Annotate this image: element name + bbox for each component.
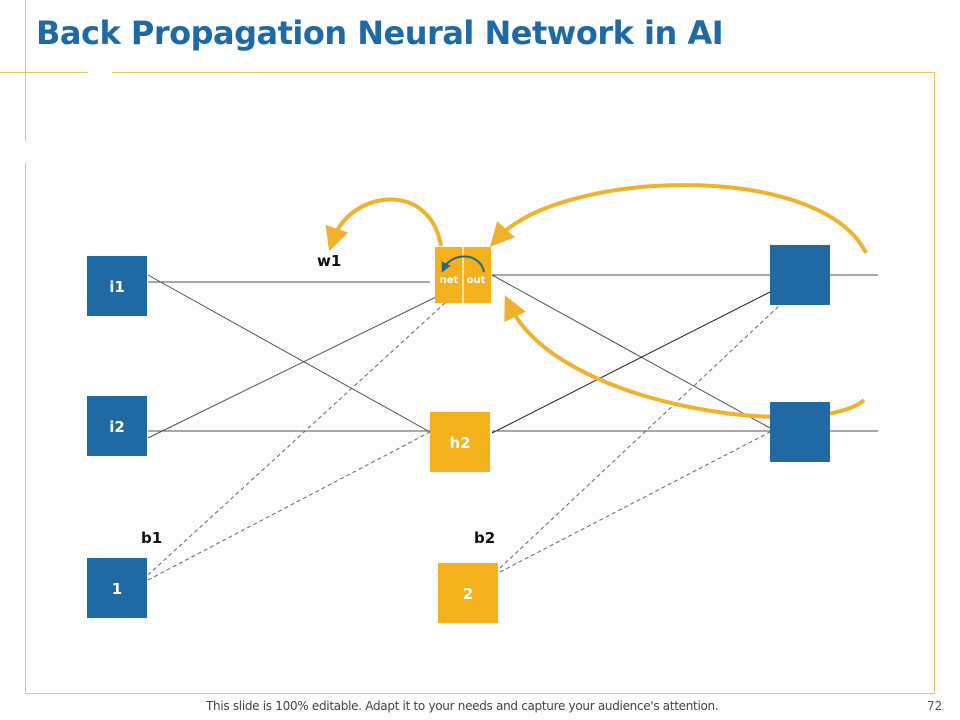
page-number: 72 bbox=[927, 699, 943, 713]
node-bias-2-label: 2 bbox=[463, 585, 473, 603]
connection-b2-o1 bbox=[499, 304, 781, 569]
backprop-arrow-bottom bbox=[504, 295, 866, 420]
backprop-arrow-top bbox=[489, 183, 868, 254]
connection-i2-h1 bbox=[147, 296, 437, 439]
node-bias-2: 2 bbox=[438, 563, 498, 623]
connection-b2-o2 bbox=[499, 431, 771, 573]
connection-b1-h1 bbox=[147, 301, 447, 576]
frame-bottom-line bbox=[25, 693, 935, 694]
node-h1: net out bbox=[435, 247, 491, 303]
label-b2: b2 bbox=[474, 529, 495, 547]
node-o2 bbox=[770, 402, 830, 462]
node-h1-out-label: out bbox=[467, 275, 486, 286]
node-i1: i1 bbox=[87, 256, 147, 316]
node-bias-1: 1 bbox=[87, 558, 147, 618]
connection-h2-o1 bbox=[491, 291, 771, 434]
frame-right-line bbox=[934, 72, 935, 694]
slide-title: Back Propagation Neural Network in AI bbox=[36, 14, 724, 52]
weight-update-arrow bbox=[325, 197, 443, 252]
connection-b1-h2 bbox=[147, 431, 431, 581]
connection-i1-h2 bbox=[147, 274, 431, 433]
node-bias-1-label: 1 bbox=[112, 580, 122, 598]
label-w1: w1 bbox=[317, 252, 341, 270]
node-h2: h2 bbox=[430, 412, 490, 472]
node-h1-net-label: net bbox=[440, 275, 459, 286]
frame-top-left-line bbox=[0, 72, 88, 73]
node-h2-label: h2 bbox=[449, 434, 470, 452]
footer-note: This slide is 100% editable. Adapt it to… bbox=[206, 699, 719, 713]
connection-lines bbox=[147, 274, 878, 581]
frame-left-line-lower bbox=[25, 163, 26, 694]
net-out-arrow-icon bbox=[441, 255, 485, 273]
node-o1 bbox=[770, 245, 830, 305]
node-i2-label: i2 bbox=[109, 418, 125, 436]
connection-h1-o2 bbox=[491, 274, 771, 429]
node-i2: i2 bbox=[87, 396, 147, 456]
frame-top-line bbox=[112, 72, 935, 73]
label-b1: b1 bbox=[141, 529, 162, 547]
node-i1-label: i1 bbox=[109, 278, 125, 296]
frame-left-line-upper bbox=[25, 0, 26, 141]
